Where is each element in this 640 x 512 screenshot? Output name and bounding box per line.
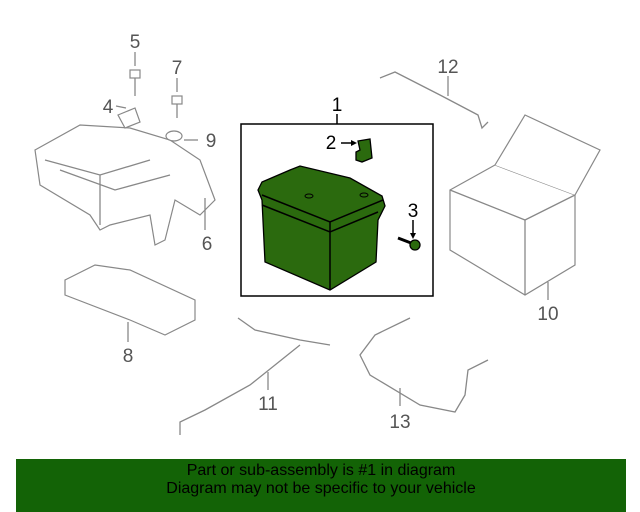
callout-7: 7 — [172, 58, 183, 79]
callout-4: 4 — [103, 97, 114, 118]
ground-cable-a[interactable] — [237, 317, 331, 346]
callout-9: 9 — [206, 131, 217, 152]
callout-11: 11 — [258, 394, 278, 415]
callout-6: 6 — [202, 234, 213, 255]
battery-tray[interactable] — [34, 124, 216, 246]
insulator-pad[interactable] — [64, 264, 196, 336]
callout-12: 12 — [437, 57, 458, 78]
positive-cable[interactable] — [379, 71, 489, 130]
battery[interactable] — [257, 165, 386, 291]
callout-8: 8 — [123, 346, 134, 367]
hold-down-bolt[interactable] — [397, 236, 421, 251]
bolt-5[interactable] — [129, 69, 141, 96]
info-banner: Part or sub-assembly is #1 in diagram Di… — [16, 459, 626, 512]
negative-cable[interactable] — [359, 317, 489, 413]
callout-1: 1 — [332, 95, 343, 116]
bracket[interactable] — [117, 107, 141, 129]
battery-assembly-box[interactable] — [240, 114, 434, 297]
callout-10: 10 — [537, 304, 558, 325]
callout-2: 2 — [326, 133, 337, 154]
battery-cover[interactable] — [449, 114, 601, 296]
ground-cable-b[interactable] — [179, 344, 301, 435]
callout-3: 3 — [408, 201, 419, 222]
washer[interactable] — [165, 130, 183, 142]
banner-line-2: Diagram may not be specific to your vehi… — [166, 480, 476, 497]
banner-line-1: Part or sub-assembly is #1 in diagram — [186, 462, 456, 479]
terminal-cover[interactable] — [355, 138, 373, 163]
callout-13: 13 — [389, 412, 410, 433]
callout-5: 5 — [130, 32, 141, 53]
bolt-7[interactable] — [171, 95, 183, 118]
